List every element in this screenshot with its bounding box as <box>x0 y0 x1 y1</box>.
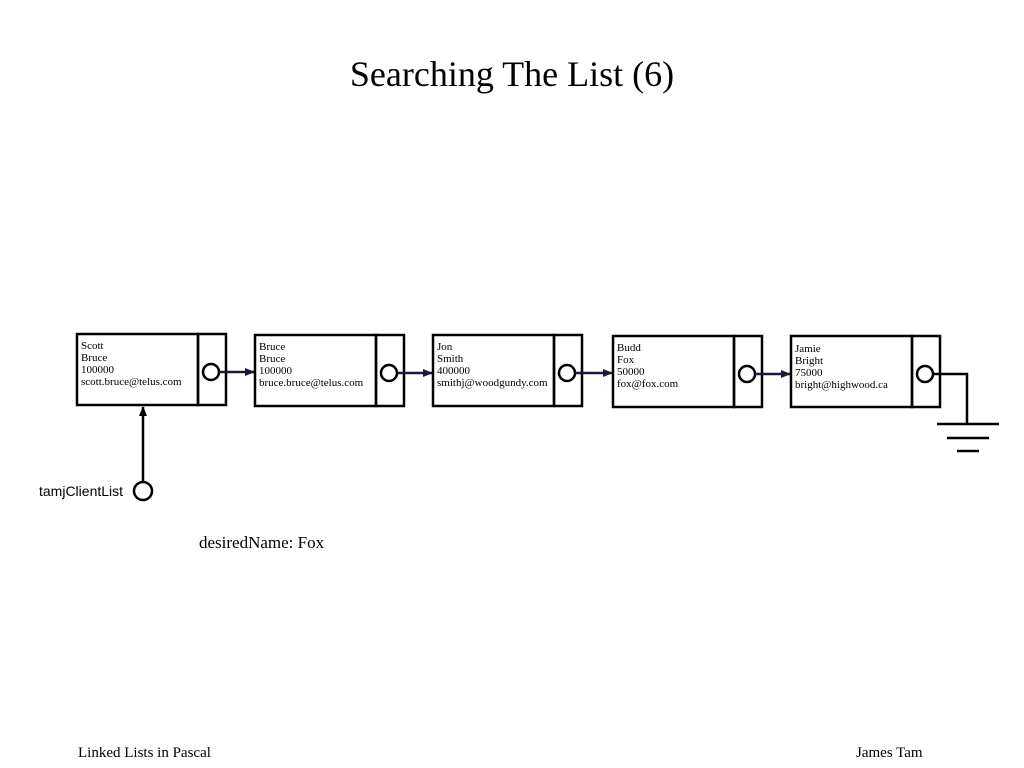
node-last-name: Fox <box>617 354 635 366</box>
node-email: scott.bruce@telus.com <box>81 376 182 388</box>
node-email: bruce.bruce@telus.com <box>259 377 364 389</box>
head-pointer: tamjClientList <box>39 406 154 502</box>
next-pointer-circle <box>379 363 399 383</box>
node-last-name: Bruce <box>259 353 285 365</box>
node-first-name: Jon <box>437 341 453 353</box>
node-email: smithj@woodgundy.com <box>437 377 548 389</box>
node-first-name: Budd <box>617 342 641 354</box>
node-next-box <box>552 333 584 408</box>
node-income: 50000 <box>617 366 645 378</box>
node-first-name: Jamie <box>795 343 821 355</box>
node-income: 100000 <box>81 364 115 376</box>
node-next-box <box>374 333 406 408</box>
head-pointer-label: tamjClientList <box>39 483 123 499</box>
node-last-name: Smith <box>437 353 464 365</box>
footer-course-title: Linked Lists in Pascal <box>78 745 211 761</box>
list-node: Budd Fox 50000 fox@fox.com <box>611 334 764 409</box>
head-pointer-circle <box>132 480 154 502</box>
next-pointer-circle <box>201 362 221 382</box>
next-pointer-circle <box>915 364 935 384</box>
next-pointer-circle <box>737 364 757 384</box>
node-email: fox@fox.com <box>617 378 679 390</box>
nil-ground-icon <box>933 372 999 453</box>
list-node: Jon Smith 400000 smithj@woodgundy.com <box>431 333 584 408</box>
node-next-box <box>910 334 942 409</box>
next-pointer-circle <box>557 363 577 383</box>
node-next-box <box>196 332 228 407</box>
node-last-name: Bruce <box>81 352 107 364</box>
node-income: 75000 <box>795 367 823 379</box>
desired-name-label: desiredName: Fox <box>199 533 325 552</box>
footer-author: James Tam <box>856 745 923 761</box>
list-node: Bruce Bruce 100000 bruce.bruce@telus.com <box>253 333 406 408</box>
node-next-box <box>732 334 764 409</box>
node-first-name: Bruce <box>259 341 285 353</box>
node-income: 400000 <box>437 365 471 377</box>
list-node: Jamie Bright 75000 bright@highwood.ca <box>789 334 942 409</box>
list-node: Scott Bruce 100000 scott.bruce@telus.com <box>75 332 228 407</box>
node-last-name: Bright <box>795 355 823 367</box>
node-income: 100000 <box>259 365 293 377</box>
slide-title: Searching The List (6) <box>349 54 675 94</box>
node-first-name: Scott <box>81 340 104 352</box>
node-email: bright@highwood.ca <box>795 379 888 391</box>
